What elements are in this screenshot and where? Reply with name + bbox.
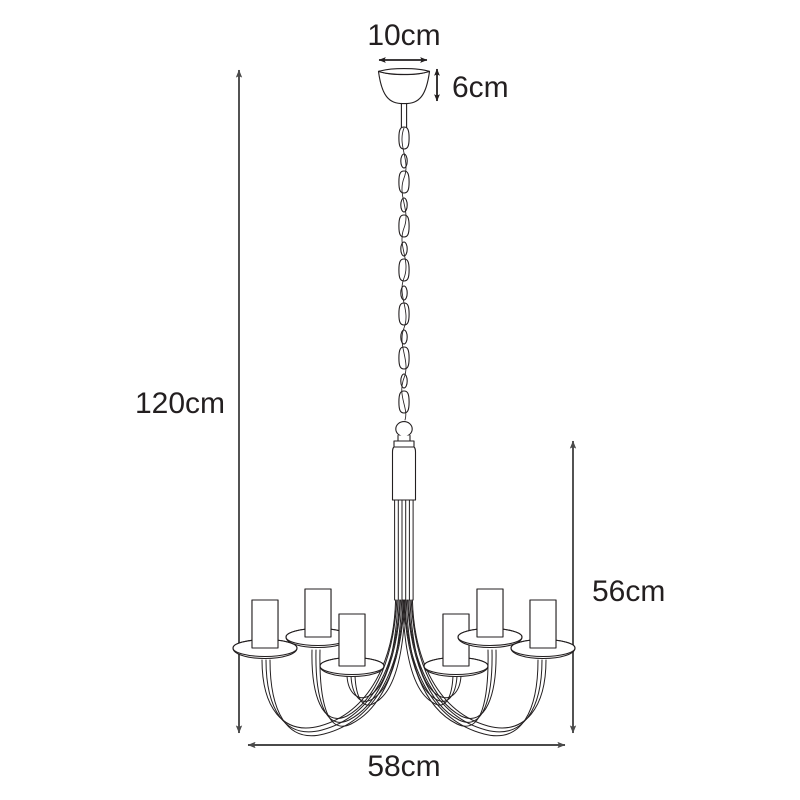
canopy-stem (400, 102, 408, 129)
canopy-height-label: 6cm (452, 71, 509, 104)
chandelier-figure (232, 68, 576, 737)
candle-left-outer (232, 599, 298, 660)
arm-strand-bundle (394, 499, 414, 601)
arm-right-inner (402, 599, 462, 706)
chain-link (398, 302, 410, 326)
chain-link (398, 126, 410, 150)
candle-right-inner (423, 613, 489, 678)
suspension-chain (398, 126, 410, 421)
canopy-dimension-annotations (378, 57, 440, 102)
fixture-width-label: 58cm (367, 750, 440, 783)
dimension-annotations (235, 69, 577, 749)
candle-left-middle (285, 588, 351, 649)
candle-right-middle (457, 588, 523, 649)
ball-finial (395, 421, 413, 442)
arm-right-middle (403, 599, 497, 727)
body-height-label: 56cm (592, 575, 665, 608)
arm-left-inner (346, 599, 406, 706)
total-height-label: 120cm (135, 387, 225, 420)
central-column (391, 440, 417, 501)
canopy-width-label: 10cm (367, 19, 440, 52)
candle-left-inner (319, 613, 385, 678)
arm-left-middle (311, 599, 405, 727)
chain-link (398, 214, 410, 238)
chain-link (398, 170, 410, 194)
candle-right-outer (510, 599, 576, 660)
chain-link (398, 346, 410, 370)
ceiling-canopy (377, 68, 431, 105)
